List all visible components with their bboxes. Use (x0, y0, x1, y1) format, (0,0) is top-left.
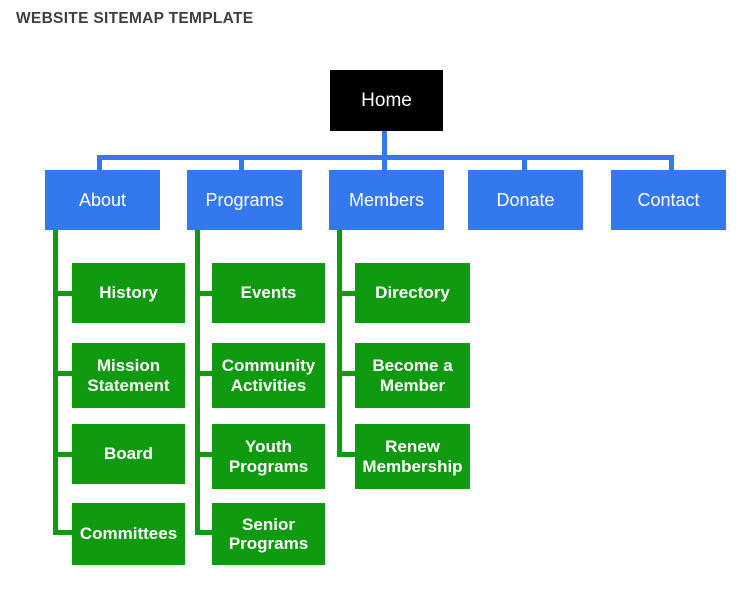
node-directory-label: Directory (375, 283, 450, 303)
connector-drop-contact (669, 155, 674, 173)
connector-stub-committees (53, 530, 75, 535)
node-mission-statement-label: Mission Statement (87, 356, 170, 395)
node-renew-membership[interactable]: Renew Membership (355, 424, 470, 489)
node-community-activities[interactable]: Community Activities (212, 343, 325, 408)
connector-drop-donate (522, 155, 527, 173)
node-history[interactable]: History (72, 263, 185, 323)
connector-drop-about (97, 155, 102, 173)
node-senior-programs[interactable]: Senior Programs (212, 503, 325, 565)
node-programs[interactable]: Programs (187, 170, 302, 230)
connector-trunk-programs (195, 230, 200, 535)
node-home-label: Home (361, 89, 412, 111)
node-community-activities-label: Community Activities (221, 356, 316, 395)
connector-stub-renew-membership (337, 452, 359, 457)
connector-stub-history (53, 291, 75, 296)
connector-home-stem (382, 131, 387, 158)
node-donate[interactable]: Donate (468, 170, 583, 230)
connector-stub-directory (337, 291, 359, 296)
node-programs-label: Programs (205, 189, 284, 210)
node-youth-programs[interactable]: Youth Programs (212, 424, 325, 489)
node-donate-label: Donate (496, 189, 555, 210)
connector-drop-members (382, 155, 387, 173)
node-events-label: Events (240, 283, 297, 303)
connector-stub-become-a-member (337, 371, 359, 376)
node-about-label: About (78, 189, 127, 210)
page-title: WEBSITE SITEMAP TEMPLATE (16, 10, 254, 27)
node-home[interactable]: Home (330, 70, 443, 131)
node-members[interactable]: Members (329, 170, 444, 230)
node-senior-programs-label: Senior Programs (228, 514, 309, 553)
connector-stub-mission-statement (53, 371, 75, 376)
node-mission-statement[interactable]: Mission Statement (72, 343, 185, 408)
node-about[interactable]: About (45, 170, 160, 230)
connector-trunk-about (53, 230, 58, 535)
node-contact-label: Contact (637, 189, 700, 210)
node-become-a-member[interactable]: Become a Member (355, 343, 470, 408)
connector-stub-senior-programs (195, 530, 217, 535)
node-board[interactable]: Board (72, 424, 185, 484)
node-events[interactable]: Events (212, 263, 325, 323)
node-renew-membership-label: Renew Membership (362, 437, 463, 476)
connector-drop-programs (239, 155, 244, 173)
node-members-label: Members (348, 189, 424, 210)
connector-trunk-members (337, 230, 342, 457)
node-contact[interactable]: Contact (611, 170, 726, 230)
connector-stub-events (195, 291, 217, 296)
connector-stub-community-activities (195, 371, 217, 376)
node-board-label: Board (103, 444, 154, 464)
node-become-a-member-label: Become a Member (372, 356, 453, 395)
node-committees[interactable]: Committees (72, 503, 185, 565)
node-history-label: History (99, 283, 158, 303)
connector-stub-youth-programs (195, 452, 217, 457)
node-youth-programs-label: Youth Programs (228, 437, 309, 476)
node-directory[interactable]: Directory (355, 263, 470, 323)
node-committees-label: Committees (79, 524, 178, 544)
connector-stub-board (53, 452, 75, 457)
